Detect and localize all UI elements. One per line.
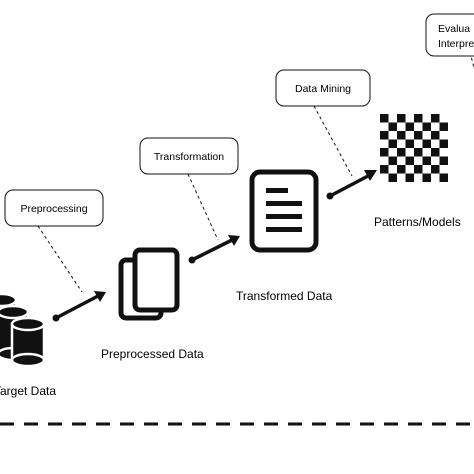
checker-square xyxy=(422,156,431,165)
checker-square xyxy=(405,139,414,148)
database-icon xyxy=(0,292,46,368)
callout-label-evaluation-line2: Interpre xyxy=(438,38,474,50)
checker-square xyxy=(388,156,397,165)
checker-square xyxy=(397,165,406,174)
stage-label-preprocessed: Preprocessed Data xyxy=(101,347,204,361)
checker-square xyxy=(439,156,448,165)
callout-label-preprocessing: Preprocessing xyxy=(20,203,87,215)
callout-label-evaluation-line1: Evalua xyxy=(438,23,470,35)
stage-label-target: Target Data xyxy=(0,384,56,398)
checker-square xyxy=(397,114,406,123)
checker-square xyxy=(380,148,389,157)
checker-square xyxy=(414,148,423,157)
arrow-transformed-to-patterns xyxy=(326,170,377,200)
checker-square xyxy=(431,131,440,140)
arrow-target-to-preprocessed xyxy=(52,291,106,322)
checker-square xyxy=(431,165,440,174)
callout-label-data-mining: Data Mining xyxy=(295,83,351,95)
documents-icon xyxy=(118,247,180,321)
checker-square xyxy=(414,131,423,140)
stage-label-patterns: Patterns/Models xyxy=(374,215,461,229)
checker-square xyxy=(414,165,423,174)
checker-square xyxy=(388,139,397,148)
checker-square xyxy=(397,131,406,140)
callout-evaluation: Evalua Interpre xyxy=(425,13,474,69)
checker-square xyxy=(422,122,431,131)
document-lines-icon xyxy=(249,169,319,253)
checker-square xyxy=(405,122,414,131)
checker-square xyxy=(414,114,423,123)
checker-square xyxy=(380,131,389,140)
callout-data-mining: Data Mining xyxy=(275,69,371,177)
checker-square xyxy=(388,122,397,131)
checker-square xyxy=(380,165,389,174)
checker-square xyxy=(380,114,389,123)
checker-square xyxy=(439,139,448,148)
callout-label-transformation: Transformation xyxy=(154,151,224,163)
checker-square xyxy=(397,148,406,157)
checkerboard-pattern-icon xyxy=(380,114,448,182)
checker-square xyxy=(405,173,414,182)
callout-transformation: Transformation xyxy=(139,137,239,241)
checker-square xyxy=(422,173,431,182)
checker-square xyxy=(431,114,440,123)
arrow-preprocessed-to-transformed xyxy=(188,235,240,264)
stage-label-transformed: Transformed Data xyxy=(236,289,333,303)
checker-square xyxy=(422,139,431,148)
checker-square xyxy=(439,122,448,131)
checker-square xyxy=(388,173,397,182)
checker-square xyxy=(405,156,414,165)
checker-square xyxy=(439,173,448,182)
checker-square xyxy=(431,148,440,157)
callout-preprocessing: Preprocessing xyxy=(4,189,104,293)
